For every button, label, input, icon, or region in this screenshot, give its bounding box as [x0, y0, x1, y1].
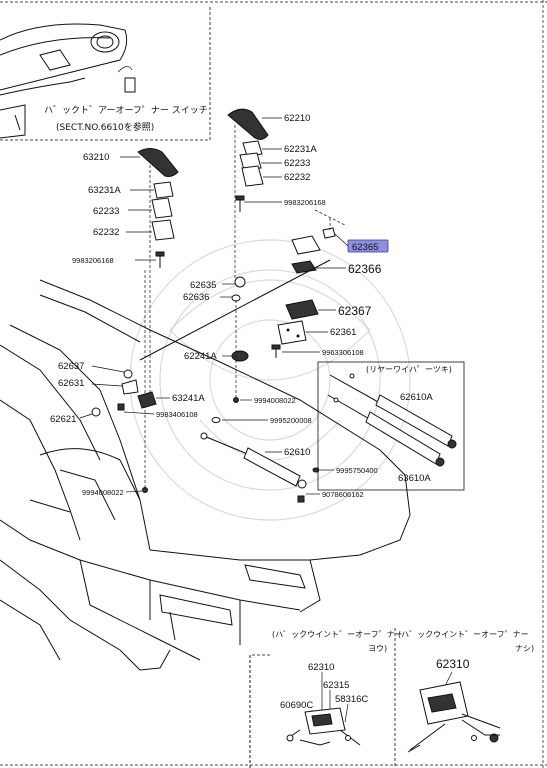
callout-63210: 63210 [83, 152, 109, 163]
callout-63231A: 63231A [88, 185, 121, 196]
watermark [129, 239, 411, 521]
plate-62232-right [241, 165, 264, 187]
callout-9995200008: 9995200008 [270, 416, 312, 425]
callout-9963306108: 9963306108 [322, 348, 364, 357]
hinge-cover-62210 [227, 108, 269, 140]
callout-62610A: 62610A [400, 392, 433, 403]
callout-62241A: 62241A [184, 351, 217, 362]
callout-60690C: 60690C [280, 700, 313, 711]
callout-9995750400: 9995750400 [336, 466, 378, 475]
callout-62233-left: 62233 [93, 206, 119, 217]
callout-62232-right: 62232 [284, 172, 310, 183]
callout-62366: 62366 [348, 262, 382, 276]
callout-62233-right: 62233 [284, 158, 310, 169]
callout-63610A: 63610A [398, 473, 431, 484]
callout-62310-left: 62310 [308, 662, 334, 673]
left-small-parts-group: 62637 62631 63241A 62621 9983406108 9994… [50, 361, 205, 497]
part-62365-body [291, 235, 321, 255]
callout-9994008022-b: 9994008022 [82, 488, 124, 497]
inset-left-title-tail: ヨウ) [368, 644, 387, 653]
dashboard-inset: ハ゛ックト゛アーオーフ゜ナー スイッチ (SECT.NO.6610を参照) [0, 5, 211, 141]
callout-58316C: 58316C [335, 694, 368, 705]
car-body-outline [0, 279, 411, 671]
rear-wiper-box: (リヤーワイハ゜ーツキ) 62610A 63610A [317, 361, 465, 491]
callout-62367: 62367 [338, 304, 372, 318]
part-62635 [234, 276, 246, 288]
callout-62315: 62315 [323, 680, 349, 691]
callout-62231A: 62231A [284, 144, 317, 155]
callout-62635: 62635 [190, 280, 216, 291]
inset-left: (ハ゛ックウイント゛ーオーフ゜ナー ヨウ) 62310 62315 60690C… [249, 628, 403, 768]
inset-right-title-tail: ナシ) [515, 644, 534, 653]
callout-62610: 62610 [284, 447, 310, 458]
plate-62231A [242, 140, 263, 157]
callout-63241A: 63241A [172, 393, 205, 404]
part-62241A [231, 350, 249, 362]
callout-9983206168-right: 9983206168 [284, 198, 326, 207]
callout-62621: 62621 [50, 414, 76, 425]
callout-62631: 62631 [58, 378, 84, 389]
callout-62210: 62210 [284, 113, 310, 124]
switch-note-line1: ハ゛ックト゛アーオーフ゜ナー スイッチ [44, 105, 208, 116]
inset-right: (ハ゛ックウイント゛ーオーフ゜ナー ナシ) 62310 [398, 630, 534, 753]
center-parts-group: 62635 62636 62241A 9994008022 9995200008 [139, 259, 331, 425]
inset-left-title: (ハ゛ックウイント゛ーオーフ゜ナー [272, 630, 403, 639]
callout-62310-right: 62310 [436, 657, 470, 671]
hinge-cover-63210 [137, 148, 179, 177]
callout-9078606162: 9078606162 [322, 490, 364, 499]
part-62621 [91, 407, 101, 417]
callout-62361: 62361 [330, 327, 356, 338]
part-62366 [291, 260, 317, 274]
callout-9983206168-left: 9983206168 [72, 256, 114, 265]
inset-right-title: (ハ゛ックウイント゛ーオーフ゜ナー [398, 630, 529, 639]
rear-wiper-title: (リヤーワイハ゜ーツキ) [366, 365, 452, 374]
plate-62233-right [239, 152, 262, 171]
switch-note-line2: (SECT.NO.6610を参照) [56, 121, 154, 133]
part-62367 [285, 299, 319, 320]
damper-62610 [243, 447, 301, 487]
callout-9983406108: 9983406108 [156, 410, 198, 419]
right-hinge-group: 62210 62231A 62233 62232 9983206168 [227, 108, 326, 285]
left-hinge-group: 63210 63231A 62233 62232 9983206168 [72, 148, 179, 490]
callout-62636: 62636 [183, 292, 209, 303]
callout-62637: 62637 [58, 361, 84, 372]
part-63241A [137, 391, 157, 409]
callout-62365: 62365 [352, 242, 378, 253]
part-62637 [123, 369, 133, 379]
callout-62232-left: 62232 [93, 227, 119, 238]
callout-9994008022: 9994008022 [254, 396, 296, 405]
damper-group: 62610 9995750400 9078606162 [200, 432, 378, 503]
part-62361 [277, 320, 307, 345]
